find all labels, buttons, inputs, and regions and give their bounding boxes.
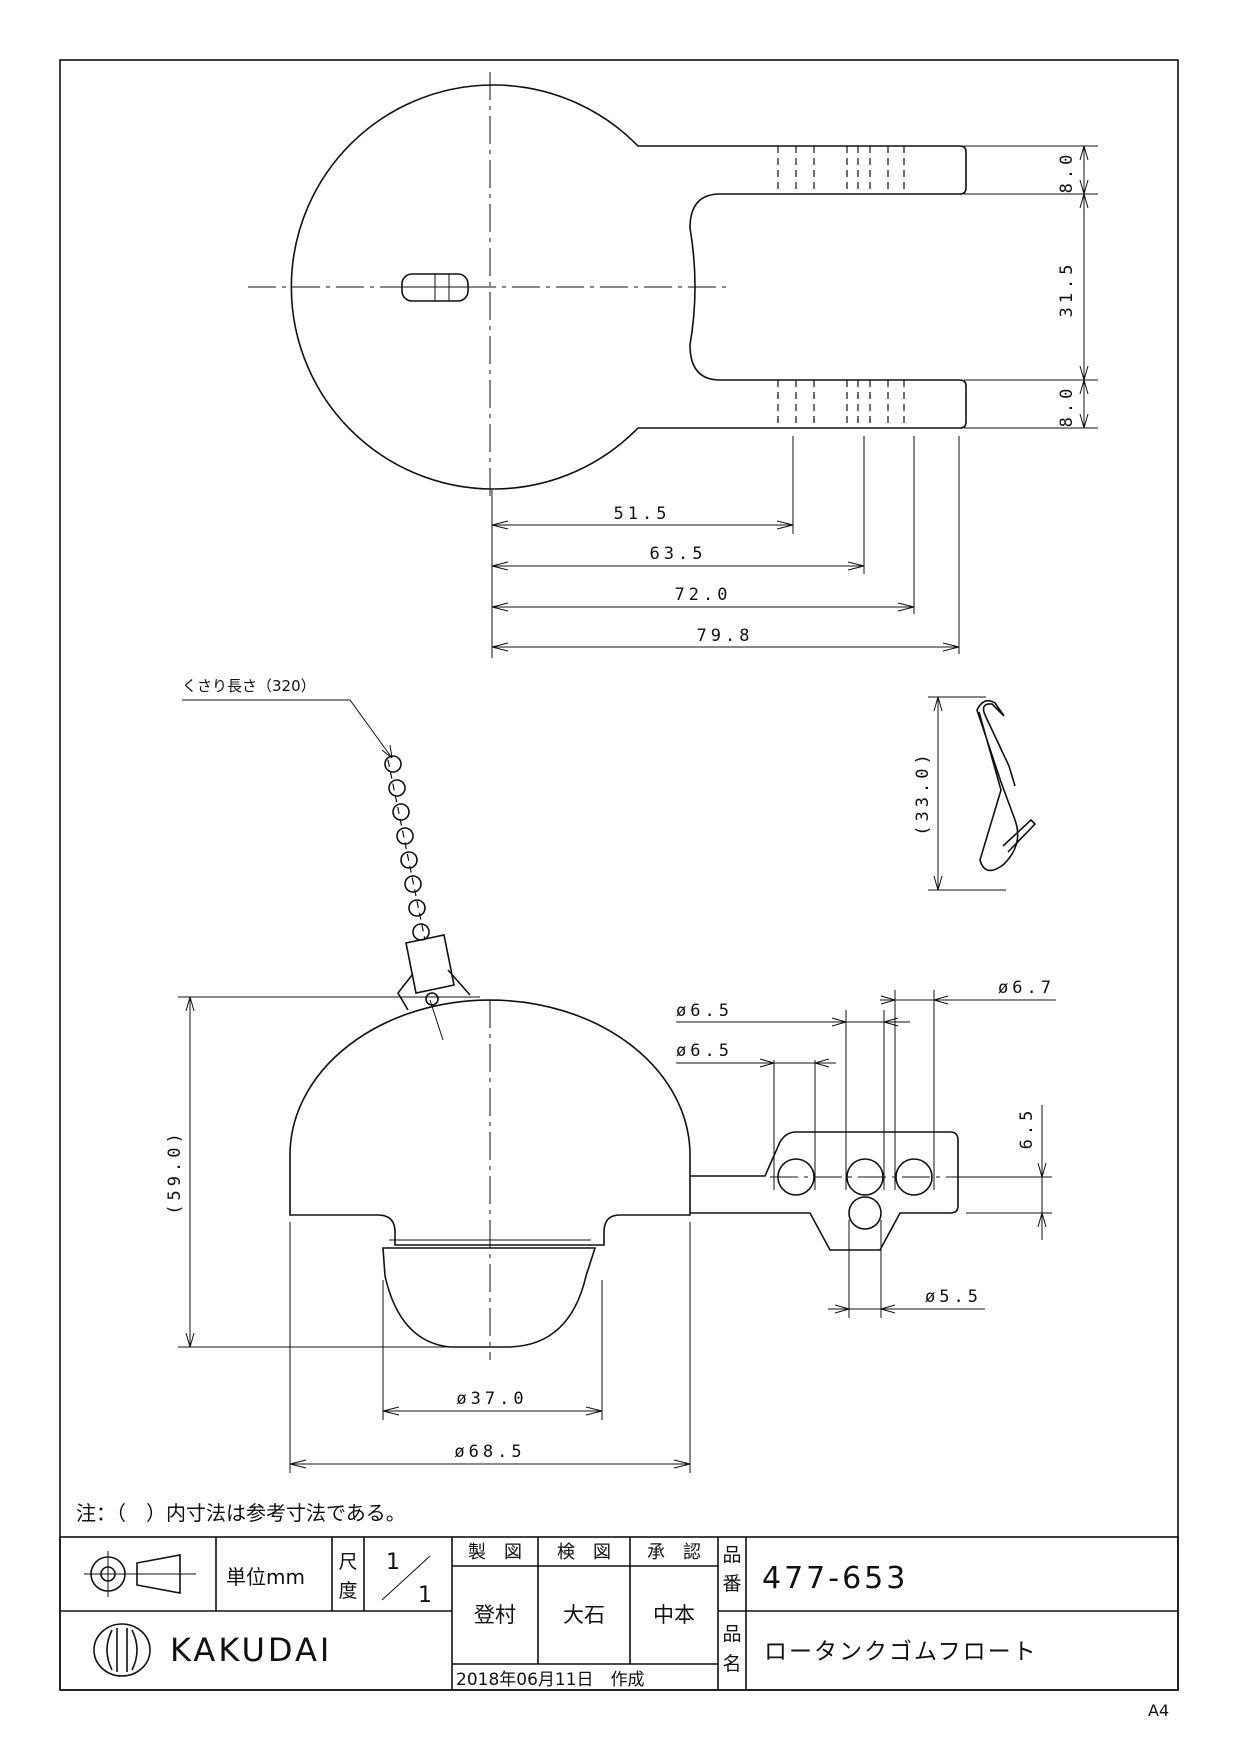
front-view: ø6.5 ø6.5 ø6.7 ø5.5 6.5 (59.0) ø37.0 bbox=[165, 978, 1056, 1473]
reference-dimension-note: 注：（ ）内寸法は参考寸法である。 bbox=[76, 1501, 406, 1525]
checked-by: 大石 bbox=[563, 1603, 605, 1627]
dim-8-0-top: 8.0 bbox=[1057, 151, 1077, 194]
scale-label-top: 尺 bbox=[338, 1551, 357, 1573]
chain-and-leader: くさり長さ（320） bbox=[182, 677, 471, 1041]
dim-59-0: (59.0) bbox=[165, 1129, 185, 1214]
chain-bead bbox=[388, 779, 406, 797]
top-view: 51.5 63.5 72.0 79.8 8.0 31.5 8.0 bbox=[248, 72, 1098, 658]
paper-size: A4 bbox=[1148, 1701, 1169, 1720]
dim-51-5: 51.5 bbox=[614, 504, 671, 524]
part-name-label-top: 品 bbox=[722, 1623, 741, 1645]
float-bottom-cup bbox=[382, 1247, 597, 1348]
approved-by: 中本 bbox=[653, 1603, 695, 1627]
approved-header: 承 認 bbox=[647, 1542, 701, 1563]
chain-bead bbox=[384, 755, 402, 773]
chain-clip bbox=[405, 934, 455, 994]
float-arm bbox=[690, 1131, 959, 1251]
dim-6-5: 6.5 bbox=[1017, 1107, 1037, 1150]
dim-dia-37-0: ø37.0 bbox=[456, 1389, 527, 1409]
company-name: KAKUDAI bbox=[170, 1631, 332, 1669]
chain-bead bbox=[408, 899, 426, 917]
hook-wire bbox=[976, 699, 1019, 872]
chain-bead bbox=[396, 827, 414, 845]
chain-length-label: くさり長さ（320） bbox=[182, 677, 316, 695]
arm-hole-4 bbox=[848, 1196, 882, 1230]
dim-dia-68-5: ø68.5 bbox=[454, 1442, 525, 1462]
chain-leader-line bbox=[182, 699, 393, 759]
scale-numerator: 1 bbox=[386, 1550, 400, 1575]
title-block: 単位mm 尺 度 1 1 KAKUDAI 製 図 検 図 承 認 登村 大石 中… bbox=[59, 1536, 1179, 1691]
part-no-label-top: 品 bbox=[722, 1544, 741, 1566]
part-name-label-bottom: 名 bbox=[722, 1653, 741, 1675]
dim-dia-6-5-a: ø6.5 bbox=[676, 1001, 733, 1021]
dim-31-5: 31.5 bbox=[1057, 261, 1077, 318]
projection-symbol-icon bbox=[84, 1551, 196, 1597]
dim-79-8: 79.8 bbox=[697, 626, 754, 646]
dim-8-0-bottom: 8.0 bbox=[1057, 385, 1077, 428]
part-no-label-bottom: 番 bbox=[722, 1573, 741, 1595]
checked-header: 検 図 bbox=[557, 1542, 611, 1563]
hidden-hole-lines bbox=[777, 146, 905, 428]
part-number: 477-653 bbox=[762, 1561, 908, 1596]
chain-bead bbox=[392, 803, 410, 821]
drawn-by: 登村 bbox=[474, 1603, 516, 1627]
hook-wire-view: (33.0) bbox=[913, 696, 1037, 891]
scale-label-bottom: 度 bbox=[338, 1580, 357, 1602]
dim-63-5: 63.5 bbox=[650, 544, 707, 564]
dim-72-0: 72.0 bbox=[675, 585, 732, 605]
chain-bead bbox=[404, 875, 422, 893]
drawn-header: 製 図 bbox=[468, 1542, 522, 1563]
dim-dia-6-7: ø6.7 bbox=[998, 978, 1055, 998]
unit-label: 単位mm bbox=[226, 1565, 305, 1589]
float-plate-outline bbox=[290, 84, 967, 490]
dim-dia-5-5: ø5.5 bbox=[925, 1287, 982, 1307]
chain-bead bbox=[412, 923, 430, 941]
chain-bead bbox=[400, 851, 418, 869]
drawing-date: 2018年06月11日 作成 bbox=[456, 1670, 645, 1690]
drawing-border bbox=[59, 59, 1179, 1691]
float-dome bbox=[289, 999, 691, 1246]
dim-dia-6-5-b: ø6.5 bbox=[676, 1041, 733, 1061]
scale-slash bbox=[381, 1555, 431, 1601]
part-name: ロータンクゴムフロート bbox=[764, 1639, 1038, 1665]
kakudai-logo-icon bbox=[93, 1623, 151, 1677]
dim-33-0: (33.0) bbox=[913, 750, 933, 835]
scale-denominator: 1 bbox=[418, 1583, 432, 1608]
